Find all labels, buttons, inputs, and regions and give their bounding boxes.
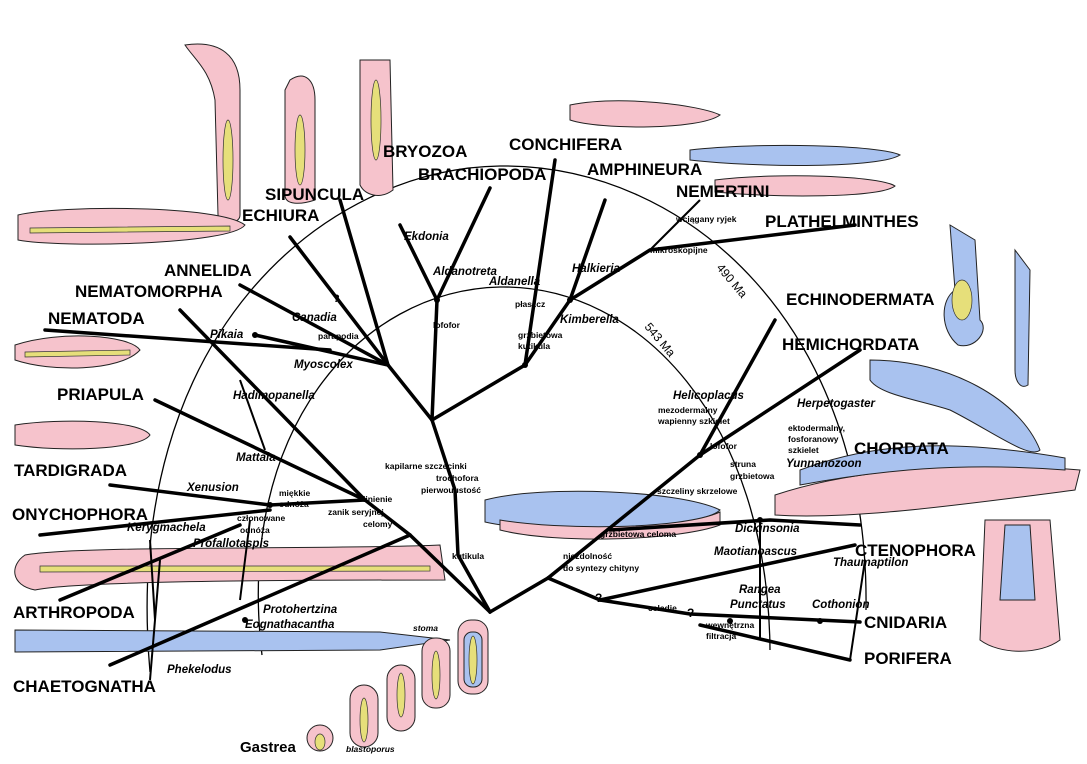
character-label: kapilarne szczecinki: [385, 461, 467, 471]
fossil-label: Ekdonia: [404, 231, 449, 243]
taxon-label: ECHINODERMATA: [786, 290, 935, 309]
character-label: celadie: [648, 603, 677, 613]
fossil-label: Aldanotreta: [432, 266, 498, 278]
fossil-label: Maotianoascus: [714, 546, 797, 558]
fossil-label: Phekelodus: [167, 664, 232, 676]
fossil-label: Helicoplacus: [673, 390, 744, 402]
character-label: grzbietowa: [518, 330, 563, 340]
arc-490-ma: [146, 165, 867, 673]
taxon-label: BRYOZOA: [383, 142, 467, 161]
character-label: kutikula: [518, 341, 550, 351]
character-label: ?: [687, 606, 694, 620]
character-label: fosforanowy: [788, 434, 839, 444]
taxon-label: HEMICHORDATA: [782, 335, 919, 354]
character-label: do syntezy chityny: [563, 563, 639, 573]
character-label: wewnętrzna: [705, 620, 754, 630]
taxon-label: ARTHROPODA: [13, 603, 135, 622]
taxon-label: Gastrea: [240, 739, 297, 756]
character-label: celomy: [363, 519, 393, 529]
character-label: ektodermalny,: [788, 423, 845, 433]
character-label: struna: [730, 459, 756, 469]
taxon-label: CHORDATA: [854, 439, 949, 458]
fossil-label: Halkieria: [572, 263, 621, 275]
taxon-label: PLATHELMINTHES: [765, 212, 919, 231]
taxon-label: SIPUNCULA: [265, 185, 364, 204]
character-label: trochofora: [436, 473, 479, 483]
fossil-label: Punctatus: [730, 599, 786, 611]
character-label: parapodia: [318, 331, 359, 341]
character-label: wciągany ryjek: [675, 214, 737, 224]
taxon-label: ONYCHOPHORA: [12, 505, 148, 524]
taxon-label: ANNELIDA: [164, 261, 252, 280]
fossil-label: Herpetogaster: [797, 398, 875, 410]
fossil-label: Protohertzina: [263, 604, 338, 616]
fossil-labels: Ekdonia Aldanotreta Aldanella Halkieria …: [127, 231, 908, 676]
character-label: lofofor: [433, 320, 461, 330]
character-label: płaszcz: [515, 299, 545, 309]
character-label: ?: [333, 293, 340, 305]
fossil-label: Thaumaptilon: [833, 557, 908, 569]
character-label: grzbietowa celoma: [600, 529, 676, 539]
fossil-label: Yunnanozoon: [786, 458, 862, 470]
character-label: szczeliny skrzelowe: [657, 486, 738, 496]
time-marker-543: 543 Ma: [642, 320, 679, 360]
taxa-labels: BRYOZOA CONCHIFERA BRACHIOPODA AMPHINEUR…: [12, 135, 976, 756]
character-label: zanik seryjnej: [328, 507, 384, 517]
fossil-label: Aldanella: [488, 276, 541, 288]
character-label: stoma: [413, 623, 438, 633]
arc-543-ma: [257, 286, 771, 656]
character-label: kutikula: [452, 551, 484, 561]
character-label: lofofor: [710, 441, 738, 451]
character-label: członowane: [237, 513, 285, 523]
character-label: szkielet: [788, 445, 819, 455]
taxon-label: CONCHIFERA: [509, 135, 622, 154]
taxon-label: BRACHIOPODA: [418, 165, 546, 184]
character-label: wapienny szkielet: [657, 416, 730, 426]
character-label: miękkie: [279, 488, 310, 498]
character-label: odnóża: [240, 525, 270, 535]
fossil-label: Pikaia: [210, 329, 244, 341]
fossil-label: Mattaia: [236, 452, 276, 464]
taxon-label: NEMATODA: [48, 309, 145, 328]
fossil-label: Kerygmachela: [127, 522, 206, 534]
taxon-label: TARDIGRADA: [14, 461, 127, 480]
character-label: mezodermalny: [658, 405, 718, 415]
character-label: filtracja: [706, 631, 737, 641]
character-label: pierwouustość: [421, 485, 481, 495]
character-label: niezdolność: [563, 551, 612, 561]
taxon-label: ECHIURA: [242, 206, 319, 225]
fossil-label: Profallotaspis: [193, 538, 269, 550]
fossil-label: Xenusion: [186, 482, 239, 494]
taxon-label: NEMERTINI: [676, 182, 770, 201]
taxon-label: AMPHINEURA: [587, 160, 702, 179]
fossil-label: Rangea: [739, 584, 781, 596]
taxon-label: CNIDARIA: [864, 613, 947, 632]
fossil-label: Kimberella: [560, 314, 619, 326]
taxon-label: PORIFERA: [864, 649, 952, 668]
character-label: linienie: [363, 494, 393, 504]
character-label: mikroskopijne: [650, 245, 708, 255]
fossil-label: Eognathacantha: [245, 619, 335, 631]
character-label: ?: [595, 591, 602, 605]
fossil-label: Cothonion: [812, 599, 869, 611]
taxon-label: CTENOPHORA: [855, 541, 976, 560]
fossil-label: Myoscolex: [294, 359, 353, 371]
character-label: blastoporus: [346, 744, 395, 754]
taxon-label: PRIAPULA: [57, 385, 144, 404]
character-label: grzbietowa: [730, 471, 775, 481]
fossil-label: Canadia: [292, 312, 337, 324]
taxon-label: NEMATOMORPHA: [75, 282, 223, 301]
character-label: odnóża: [279, 499, 309, 509]
tree-branches: [38, 158, 866, 681]
fossil-label: Hadimopanella: [233, 390, 315, 402]
organism-drawings: [14, 43, 1081, 752]
fossil-label: Dickinsonia: [735, 523, 800, 535]
taxon-label: CHAETOGNATHA: [13, 677, 156, 696]
time-marker-490: 490 Ma: [714, 261, 751, 301]
character-labels: ? parapodia lofofor płaszcz grzbietowa k…: [237, 214, 845, 754]
